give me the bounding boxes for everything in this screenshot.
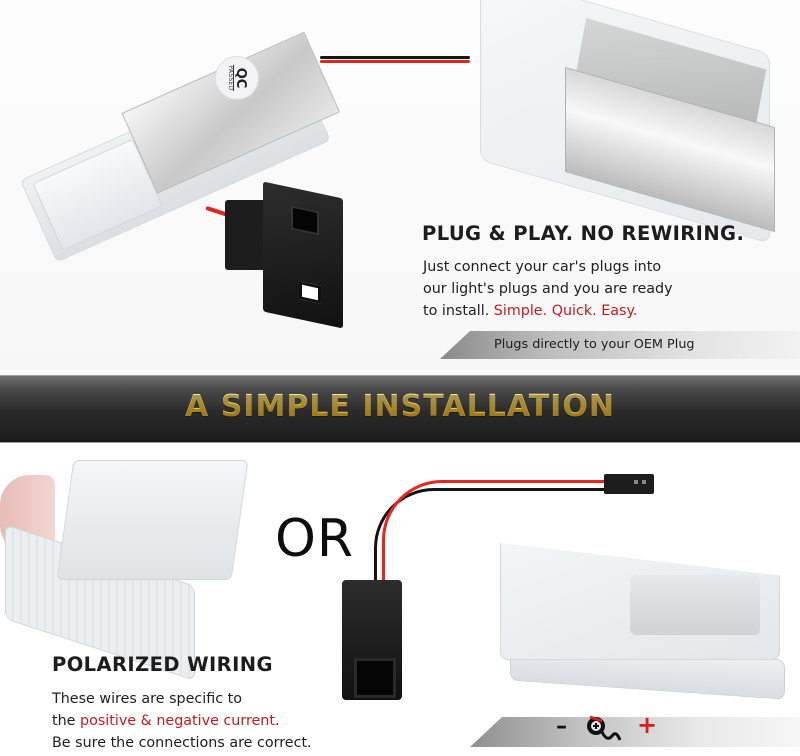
oem-plug-strip xyxy=(440,331,800,359)
product-photo-lamp-side xyxy=(480,530,785,700)
connector-latch xyxy=(299,281,321,304)
qc-passed-sticker: QC PASSED xyxy=(215,56,259,100)
passed-label: PASSED xyxy=(226,65,235,91)
connecting-wires xyxy=(320,56,470,64)
plug-with-cord-icon xyxy=(583,712,623,748)
black-wire xyxy=(320,56,470,59)
negative-sign: – xyxy=(556,714,567,739)
positive-sign: + xyxy=(637,711,658,739)
simple-quick-easy-highlight: Simple. Quick. Easy. xyxy=(493,303,638,319)
product-photo-lamp-in-hand xyxy=(0,455,250,681)
plug-and-play-description: Just connect your car's plugs into our l… xyxy=(423,256,793,322)
description-line-3-prefix: to install. xyxy=(423,303,494,319)
red-wire xyxy=(382,480,612,600)
black-wire xyxy=(374,488,612,608)
red-wire xyxy=(320,60,470,63)
description-line-2-prefix: the xyxy=(52,713,81,729)
qc-label: QC xyxy=(233,67,249,89)
connector-front xyxy=(263,181,343,329)
description-line-2: our light's plugs and you are ready xyxy=(423,281,673,297)
pin-connector xyxy=(604,474,654,494)
description-line-1: Just connect your car's plugs into xyxy=(423,259,662,275)
or-separator: OR xyxy=(275,509,355,569)
polarized-wiring-description: These wires are specific to the positive… xyxy=(52,688,452,754)
description-line-3: to install. Simple. Quick. Easy. xyxy=(423,300,793,322)
polarized-wiring-heading: POLARIZED WIRING xyxy=(52,653,273,676)
description-line-2-suffix: . xyxy=(274,713,280,729)
lamp-clip-top xyxy=(56,460,249,580)
plug-and-play-heading: PLUG & PLAY. NO REWIRING. xyxy=(422,222,745,245)
description-line-2: the positive & negative current. xyxy=(52,710,452,732)
connector-socket xyxy=(291,205,319,236)
installation-banner: A SIMPLE INSTALLATION xyxy=(0,375,800,443)
positive-negative-highlight: positive & negative current xyxy=(80,713,275,729)
black-connector-housing xyxy=(342,580,402,700)
lamp-window xyxy=(630,575,760,635)
product-photo-lamp-housing xyxy=(470,0,780,244)
product-photo-adapter-harness xyxy=(342,460,672,710)
description-line-3: Be sure the connections are correct. xyxy=(52,735,312,751)
description-line-1: These wires are specific to xyxy=(52,691,242,707)
banner-title: A SIMPLE INSTALLATION xyxy=(0,389,800,424)
black-oem-connector xyxy=(225,181,345,329)
polarity-strip xyxy=(470,717,800,747)
oem-plug-label: Plugs directly to your OEM Plug xyxy=(494,337,695,352)
